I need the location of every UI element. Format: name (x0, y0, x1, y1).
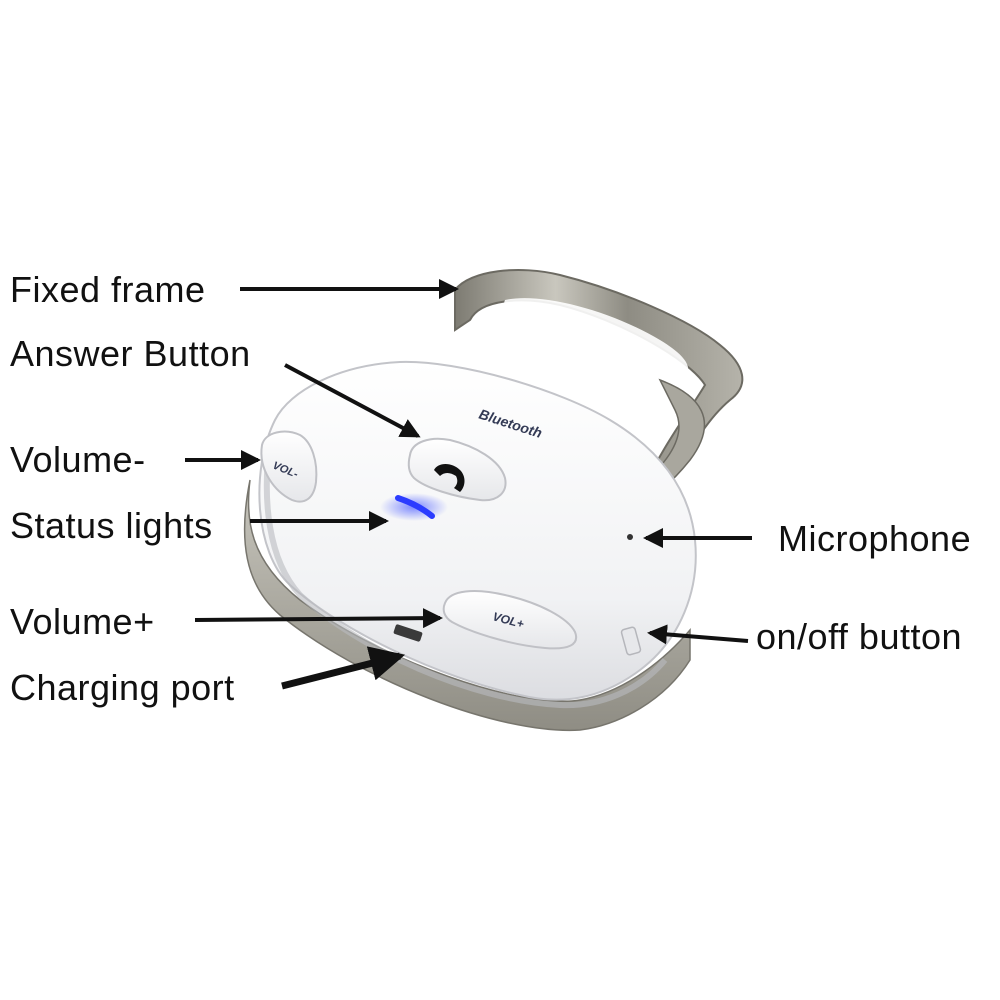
label-answer-button: Answer Button (10, 333, 251, 374)
volume-minus-button[interactable]: VOL- (260, 430, 318, 503)
arrow-volume-plus (194, 608, 443, 629)
label-volume-minus: Volume- (10, 439, 146, 480)
arrow-charging-port (281, 646, 406, 690)
label-volume-plus: Volume+ (10, 601, 155, 642)
answer-button[interactable] (407, 437, 507, 502)
on-off-button[interactable] (620, 626, 642, 656)
label-fixed-frame: Fixed frame (10, 269, 206, 310)
label-on-off-button: on/off button (756, 616, 963, 657)
status-light (380, 493, 448, 521)
arrow-on-off-button (647, 624, 749, 645)
charging-port (393, 624, 423, 642)
phone-icon (434, 464, 465, 492)
fixed-frame-clip (454, 269, 744, 506)
arrow-answer-button (284, 363, 421, 438)
volume-plus-button[interactable]: VOL+ (442, 590, 578, 650)
label-microphone: Microphone (778, 518, 972, 559)
microphone-hole (627, 534, 633, 540)
label-charging-port: Charging port (10, 667, 235, 708)
label-status-lights: Status lights (10, 505, 213, 546)
annotation-arrows (185, 279, 752, 690)
